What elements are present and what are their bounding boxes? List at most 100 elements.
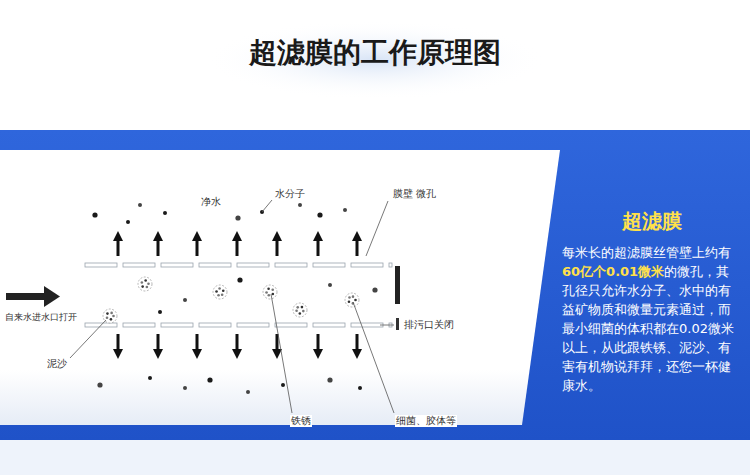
water-molecule [148,376,152,380]
arrow-head [313,349,323,359]
water-molecule [97,382,102,387]
impurity-grain [146,286,149,289]
impurity-grain [301,306,304,309]
membrane-segment [85,263,117,267]
leader-lines [70,200,394,413]
membrane-segment [161,323,193,327]
diagram-label: 细菌、胶体等 [395,415,457,427]
impurity-grain [218,287,221,290]
inlet-arrow-head [44,286,60,307]
arrow-shaft [157,240,160,256]
impurity-grain [217,294,220,297]
impurity-grain [348,296,351,299]
membrane-segment [275,323,307,327]
leader-line [366,201,388,256]
arrow-head [232,231,242,241]
arrow-shaft [117,240,120,256]
water-molecule [163,211,167,215]
water-molecule [235,215,240,220]
diagram-label: 水分子 [274,188,306,200]
particles [92,203,377,394]
leader-line [353,302,394,413]
arrow-head [113,231,123,241]
diagram-label: 排污口关闭 [403,319,455,331]
arrow-shaft [117,334,120,350]
membrane-segment [237,323,269,327]
impurity-grain [299,312,302,315]
arrow-shaft [157,334,160,350]
arrow-head [232,349,242,359]
impurity-grain [265,291,268,294]
impurity-grain [267,287,270,290]
impurity [293,303,307,317]
impurity-grain [354,299,357,302]
impurity [345,293,359,307]
arrow-head [153,349,163,359]
arrow-head [313,231,323,241]
arrow-head [113,349,123,359]
arrow-shaft [276,334,279,350]
membrane-segment [237,263,269,267]
impurity-grain [272,293,275,296]
impurity-grain [302,310,305,313]
impurity [263,285,277,299]
membrane-segment [123,323,155,327]
membrane-segment [199,323,231,327]
water-molecule [126,220,130,224]
impurity-grain [271,288,274,291]
diagram-label: 净水 [200,196,222,208]
arrow-head [192,231,202,241]
water-molecule [237,277,242,282]
impurity-grain [106,317,109,320]
membrane [85,263,392,327]
page-title: 超滤膜的工作原理图 [0,34,750,72]
body-text: 每米长的超滤膜丝管壁上约有 [562,245,731,260]
impurity [138,277,152,291]
arrow-head [192,349,202,359]
impurity-grain [295,309,298,312]
impurity-grain [110,312,113,315]
water-molecule [281,383,285,387]
water-molecule [138,203,142,207]
impurity-grain [112,315,115,318]
leader-line [70,320,106,358]
arrow-shaft [317,334,320,350]
flow-arrows [113,231,362,359]
water-molecule [207,377,212,382]
inlet-arrow [6,293,46,300]
membrane-segment [313,323,345,327]
panel-heading: 超滤膜 [562,208,742,235]
water-molecule [246,390,250,394]
diagram-label: 自来水进水口打开 [4,312,78,323]
highlight-text: 60亿个0.01微米 [562,264,664,279]
arrow-head [272,349,282,359]
leader-line [271,294,292,413]
arrow-head [153,231,163,241]
diagram-label: 铁锈 [290,415,312,427]
impurity-grain [352,295,355,298]
impurity-grain [144,279,147,282]
diagram-label: 泥沙 [46,358,68,370]
water-molecule [298,203,302,207]
impurity-grain [221,293,224,296]
bottom-strip [0,440,750,475]
water-molecule [158,310,162,314]
impurity-grain [222,289,225,292]
arrow-head [272,231,282,241]
water-molecule [183,298,187,302]
arrow-shaft [236,240,239,256]
panel-body: 每米长的超滤膜丝管壁上约有60亿个0.01微米的微孔，其孔径只允许水分子、水中的… [562,243,742,395]
impurity-grain [296,306,299,309]
impurity-grain [141,285,144,288]
impurity-grain [147,282,150,285]
arrow-head [352,231,362,241]
water-molecule [183,386,187,390]
impurity-grain [268,294,271,297]
water-molecule [92,212,97,217]
water-molecule [372,287,377,292]
outlet-mark [396,318,399,330]
arrow-shaft [356,240,359,256]
info-panel: 超滤膜每米长的超滤膜丝管壁上约有60亿个0.01微米的微孔，其孔径只允许水分子、… [562,208,742,395]
leader-line [380,325,394,326]
